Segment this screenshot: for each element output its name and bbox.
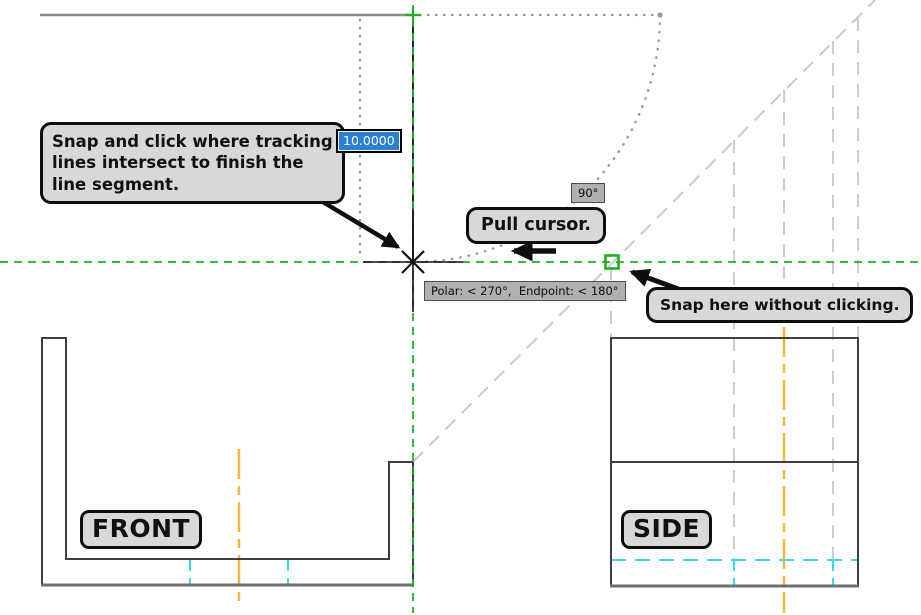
arrow-to-intersection	[316, 197, 401, 249]
callout-pull-cursor: Pull cursor.	[466, 207, 607, 244]
callout-snap-and-click-line2: lines intersect to finish the	[52, 153, 304, 173]
callout-snap-and-click: Snap and click where tracking lines inte…	[40, 122, 345, 205]
side-view-label: SIDE	[621, 510, 713, 549]
dynamic-input-value: 10.0000	[339, 132, 399, 150]
front-view-outline	[41, 337, 413, 585]
trace-dotted-arc	[411, 13, 662, 264]
endpoint-snap-marker	[604, 254, 620, 270]
intersection-x-marker	[401, 250, 425, 274]
tracking-tooltip: Polar: < 270°, Endpoint: < 180°	[424, 281, 626, 301]
callout-snap-here: Snap here without clicking.	[646, 287, 914, 324]
front-view-label: FRONT	[80, 510, 203, 549]
callout-snap-and-click-line1: Snap and click where tracking	[52, 132, 333, 151]
miter-line-45deg	[412, 0, 876, 463]
dynamic-input-field[interactable]: 10.0000	[336, 129, 402, 153]
acquired-point-marker	[405, 7, 421, 23]
callout-snap-and-click-line3: line segment.	[52, 174, 180, 194]
angle-tooltip: 90°	[571, 183, 606, 203]
